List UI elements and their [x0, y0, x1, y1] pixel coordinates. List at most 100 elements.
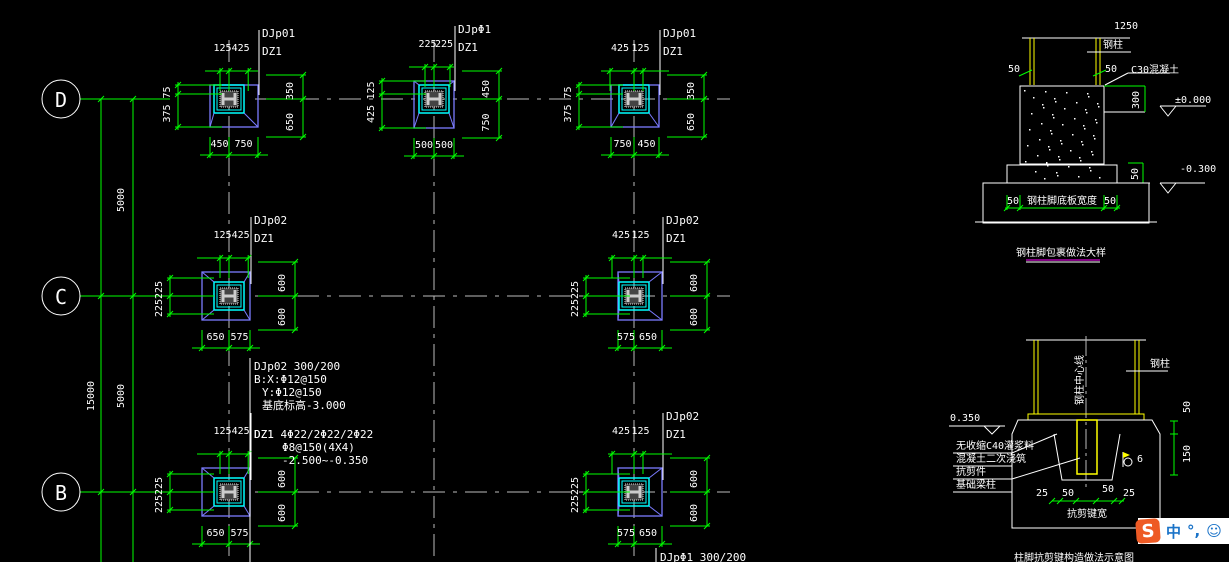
dim-tick — [246, 344, 254, 352]
note-label-3: 基础梁柱 — [956, 478, 996, 491]
slope-line — [648, 112, 660, 128]
footing-tag: DJp02 — [254, 214, 287, 227]
dim-text-top: 425 — [232, 230, 250, 241]
detail-bottom-title: 柱脚抗剪键构造做法示意图 — [1014, 551, 1134, 562]
aggregate-dot — [1057, 175, 1059, 177]
aggregate-dot — [1061, 143, 1063, 145]
dim-tick — [216, 254, 224, 262]
label-leader — [1104, 72, 1129, 86]
dim-tick — [658, 344, 666, 352]
dim-tick — [430, 63, 438, 71]
concrete-wrap — [1019, 85, 1105, 165]
dim-tick — [216, 67, 224, 75]
dim-text-left: 375 — [563, 104, 574, 122]
aggregate-dot — [1045, 91, 1047, 93]
dim-tick — [575, 123, 583, 131]
sogou-logo-icon[interactable]: S — [1135, 518, 1161, 544]
aggregate-dot — [1080, 160, 1082, 162]
aggregate-dot — [1097, 103, 1099, 105]
dim-tick — [630, 450, 638, 458]
aggregate-dot — [1066, 92, 1068, 94]
aggregate-dot — [1039, 139, 1041, 141]
dim-text-bay-lower: 5000 — [116, 384, 127, 408]
ime-mode-toggle[interactable]: 中 — [1166, 522, 1182, 541]
slope-line — [201, 505, 215, 517]
dim-tick — [630, 540, 638, 548]
aggregate-dot — [1060, 140, 1062, 142]
dim-text-left: 225 — [570, 495, 581, 513]
elev-symbol-icon — [1159, 105, 1177, 117]
aggregate-dot — [1068, 166, 1070, 168]
dim-text-bottom: 650 — [639, 332, 657, 343]
column-tag: DZ1 — [254, 428, 274, 441]
footing-tag: DJp01 — [663, 27, 696, 40]
aggregate-dot — [1095, 119, 1097, 121]
steel-label: 钢柱 — [1103, 38, 1123, 51]
aggregate-dot — [1081, 141, 1083, 143]
dim-tick — [174, 90, 182, 98]
note-label-0: 无收缩C40灌浆料 — [956, 439, 1034, 452]
dim-text-right: 600 — [689, 504, 700, 522]
dim-text-bottom: 575 — [617, 332, 635, 343]
ime-emoji-icon[interactable]: ☺ — [1206, 522, 1222, 540]
aggregate-dot — [1041, 123, 1043, 125]
base-right-text: 50 — [1104, 196, 1116, 207]
dim-tick — [606, 67, 614, 75]
slope-line — [201, 309, 215, 321]
base-height-text: 50 — [1130, 168, 1141, 180]
dim-tick — [430, 152, 438, 160]
dim-text-right: 600 — [277, 504, 288, 522]
dim-text-bottom: 575 — [230, 528, 248, 539]
elev-symbol-icon — [983, 425, 1001, 435]
aggregate-dot — [1099, 177, 1101, 179]
dim-tick — [291, 522, 299, 530]
dim-tick — [608, 450, 616, 458]
dim-text-top: 425 — [232, 426, 250, 437]
dim-tick — [1110, 497, 1118, 505]
footing-tag: DJp01 — [262, 27, 295, 40]
aggregate-dot — [1058, 156, 1060, 158]
slope-line — [610, 112, 620, 128]
dim-tick — [291, 292, 299, 300]
dim-tick — [1048, 497, 1056, 505]
column-tag: DZ1 — [666, 232, 686, 245]
dim-tick — [703, 326, 711, 334]
dim-tick — [1016, 204, 1024, 212]
dim-tick — [608, 254, 616, 262]
dim-tick — [700, 133, 708, 141]
aggregate-dot — [1048, 146, 1050, 148]
ime-punct-toggle[interactable]: °, — [1187, 522, 1201, 540]
column-tag: DZ1 — [663, 45, 683, 58]
dim-text-top: 125 — [213, 426, 231, 437]
aggregate-dot — [1084, 128, 1086, 130]
dim-text-top: 125 — [213, 43, 231, 54]
footing-tag: DJp02 — [666, 410, 699, 423]
dim-tick — [495, 67, 503, 75]
footing-spec-line: B:X:Φ12@150 — [254, 373, 327, 386]
baseplate-label: 钢柱脚底板宽度 — [1027, 194, 1097, 207]
axis-label-D: D — [55, 88, 67, 112]
dim-text-right: 650 — [285, 113, 296, 131]
detail-title: 钢柱脚包裹做法大样 — [1016, 246, 1106, 259]
footing-tag: DJp02 — [666, 214, 699, 227]
shear-key-pocket — [1053, 433, 1121, 481]
ime-toolbar[interactable]: S 中 °, ☺ — [1135, 518, 1229, 544]
dim-text-left: 225 — [570, 281, 581, 299]
dim-text-right: 650 — [686, 113, 697, 131]
dim-text-left: 225 — [154, 495, 165, 513]
column-spec-line: Φ8@150(4X4) — [282, 441, 355, 454]
dim-tick — [655, 151, 663, 159]
dim-tick — [244, 67, 252, 75]
pedestal-inner — [216, 480, 242, 504]
column-tag: DZ1 — [262, 45, 282, 58]
dim-tick — [582, 506, 590, 514]
aggregate-dot — [1074, 118, 1076, 120]
dim-text-right: 600 — [689, 308, 700, 326]
footing-spec-line: 基底标高-3.000 — [262, 398, 346, 412]
aggregate-dot — [1062, 124, 1064, 126]
